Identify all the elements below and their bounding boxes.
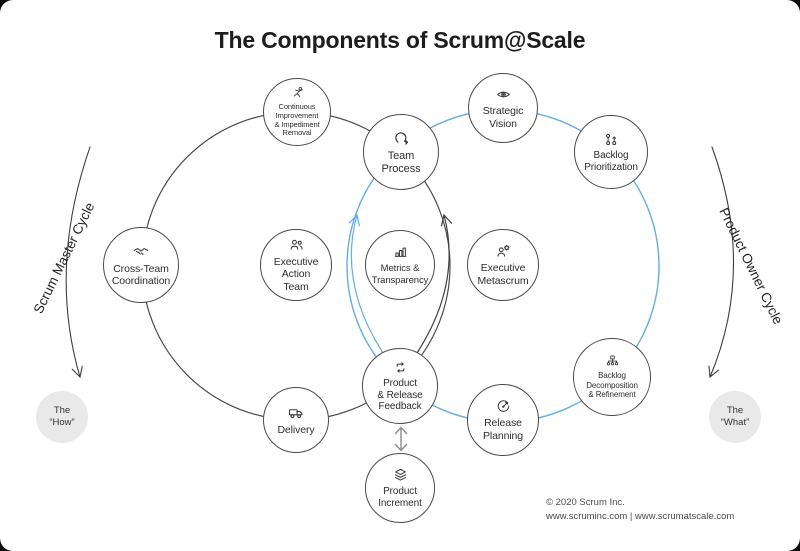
feedback-increment-double-arrow [394, 426, 408, 452]
node-executive-action-team: Executive Action Team [260, 229, 332, 301]
node-label: Strategic Vision [482, 105, 524, 130]
node-label: Backlog Decomposition & Refinement [586, 371, 638, 400]
right-cycle-arrow [708, 146, 735, 379]
copyright-text: © 2020 Scrum Inc. [546, 497, 625, 508]
refresh-square-icon [392, 359, 409, 376]
node-product-increment: Product Increment [365, 453, 435, 523]
node-label: Product & Release Feedback [377, 377, 423, 413]
node-strategic-vision: Strategic Vision [468, 73, 538, 143]
person-gear-icon [495, 243, 512, 260]
node-label: Cross-Team Coordination [111, 262, 171, 287]
node-label: Product Increment [378, 485, 422, 509]
handshake-icon [132, 243, 150, 261]
node-product-release-feedback: Product & Release Feedback [362, 348, 438, 424]
node-continuous-improvement: Continuous Improvement & Impediment Remo… [263, 78, 331, 146]
sort-priority-icon [603, 131, 620, 148]
node-label: Release Planning [482, 417, 524, 442]
node-cross-team-coordination: Cross-Team Coordination [103, 227, 179, 303]
node-delivery: Delivery [263, 387, 329, 453]
how-badge: The “How” [36, 391, 88, 443]
node-release-planning: Release Planning [467, 384, 539, 456]
bar-chart-icon [392, 244, 409, 261]
feedback-to-teamprocess-dark-arrow [416, 213, 453, 354]
what-badge: The “What” [709, 391, 761, 443]
node-label: Executive Metascrum [477, 262, 529, 287]
gauge-arrow-icon [495, 398, 512, 415]
node-label: Metrics & Transparency [371, 263, 429, 286]
truck-icon [287, 404, 305, 422]
node-backlog-decomposition: Backlog Decomposition & Refinement [573, 338, 651, 416]
footer: © 2020 Scrum Inc. www.scruminc.com | www… [546, 496, 734, 524]
node-label: Delivery [277, 423, 315, 436]
node-label: Executive Action Team [273, 255, 319, 293]
footer-links: www.scruminc.com | www.scrumatscale.com [546, 511, 735, 522]
page-title: The Components of Scrum@Scale [214, 27, 586, 53]
feedback-to-teamprocess-blue-arrow [348, 213, 384, 354]
team-icon [288, 237, 305, 254]
node-metrics-transparency: Metrics & Transparency [365, 230, 435, 300]
node-label: Continuous Improvement & Impediment Remo… [274, 101, 320, 138]
node-label: Backlog Prioritization [584, 149, 638, 173]
node-label: Team Process [381, 150, 421, 175]
layers-icon [392, 467, 409, 484]
node-team-process: Team Process [363, 114, 439, 190]
badge-label: The “What” [720, 404, 750, 428]
badge-label: The “How” [49, 404, 75, 428]
left-cycle-arrow [65, 146, 91, 379]
node-backlog-prioritization: Backlog Prioritization [574, 115, 648, 189]
node-executive-metascrum: Executive Metascrum [467, 229, 539, 301]
iteration-loop-icon [391, 128, 411, 148]
eye-icon [495, 86, 512, 103]
hierarchy-icon [605, 354, 620, 369]
running-person-icon [290, 86, 305, 101]
